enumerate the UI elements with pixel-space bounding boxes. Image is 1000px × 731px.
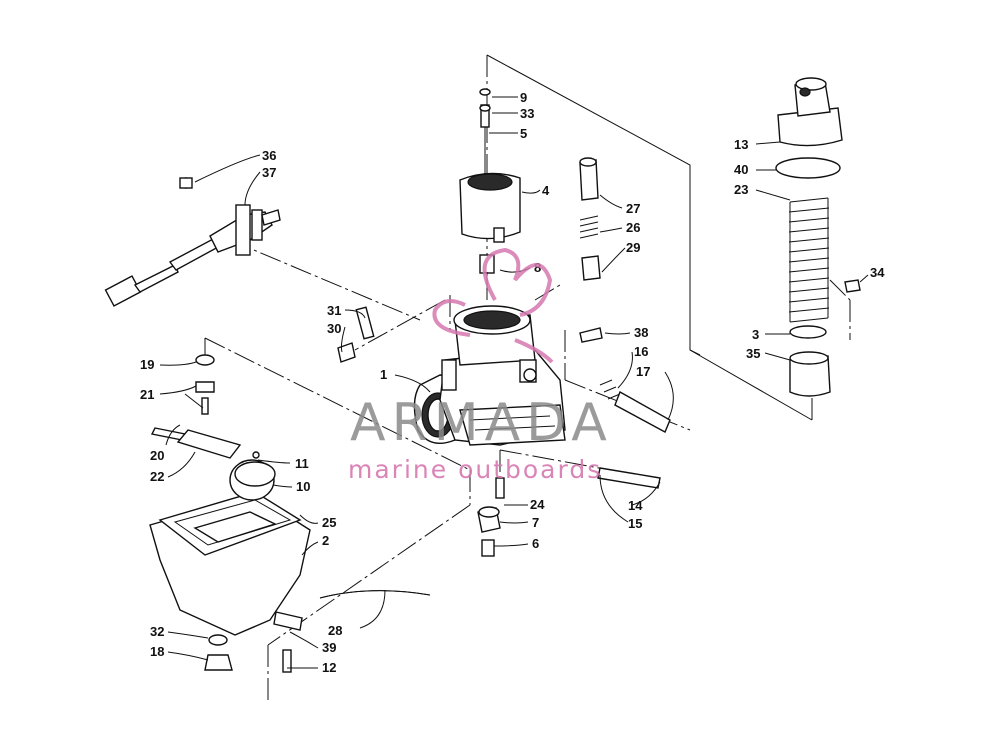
watermark-logo: ARMADA marine outboards [348, 247, 613, 484]
callout-21: 21 [140, 387, 154, 402]
callout-31: 31 [327, 303, 341, 318]
callout-6: 6 [532, 536, 539, 551]
callout-7: 7 [532, 515, 539, 530]
alignment-lines [204, 54, 851, 700]
callout-14: 14 [628, 498, 643, 513]
callout-36: 36 [262, 148, 276, 163]
callout-8: 8 [534, 260, 541, 275]
callout-1: 1 [380, 367, 387, 382]
watermark-brand: ARMADA [350, 393, 613, 453]
callout-32: 32 [150, 624, 164, 639]
callout-28: 28 [328, 623, 342, 638]
callout-26: 26 [626, 220, 640, 235]
callout-11: 11 [295, 456, 309, 471]
callout-12: 12 [322, 660, 336, 675]
callout-20: 20 [150, 448, 164, 463]
watermark-tagline: marine outboards [348, 455, 602, 484]
callout-35: 35 [746, 346, 760, 361]
callout-39: 39 [322, 640, 336, 655]
callout-5: 5 [520, 126, 527, 141]
callout-9: 9 [520, 90, 527, 105]
callout-15: 15 [628, 516, 642, 531]
side-screws [337, 306, 671, 433]
callout-19: 19 [140, 357, 154, 372]
throttle-sensor-assembly [104, 177, 281, 307]
callout-25: 25 [322, 515, 336, 530]
pilot-screw-group [579, 157, 601, 281]
callout-16: 16 [634, 344, 648, 359]
callout-30: 30 [327, 321, 341, 336]
callout-27: 27 [626, 201, 640, 216]
float-bowl-group [149, 354, 431, 673]
callout-37: 37 [262, 165, 276, 180]
callout-23: 23 [734, 182, 748, 197]
callout-17: 17 [636, 364, 650, 379]
callout-29: 29 [626, 240, 640, 255]
callout-34: 34 [870, 265, 885, 280]
callout-13: 13 [734, 137, 748, 152]
carburetor-body [413, 305, 566, 446]
callout-24: 24 [530, 497, 545, 512]
logo-emblem [432, 247, 554, 364]
callout-2: 2 [322, 533, 329, 548]
callout-leaders [159, 96, 869, 669]
callout-40: 40 [734, 162, 748, 177]
callout-4: 4 [542, 183, 550, 198]
callout-labels: 9 33 5 4 8 27 26 29 38 16 17 14 15 24 7 … [140, 90, 885, 675]
callout-38: 38 [634, 325, 648, 340]
callout-22: 22 [150, 469, 164, 484]
callout-18: 18 [150, 644, 164, 659]
callout-33: 33 [520, 106, 534, 121]
jet-group [477, 467, 661, 557]
starter-plunger-group [775, 77, 861, 397]
callout-3: 3 [752, 327, 759, 342]
callout-10: 10 [296, 479, 310, 494]
throttle-slide-group [459, 88, 521, 300]
